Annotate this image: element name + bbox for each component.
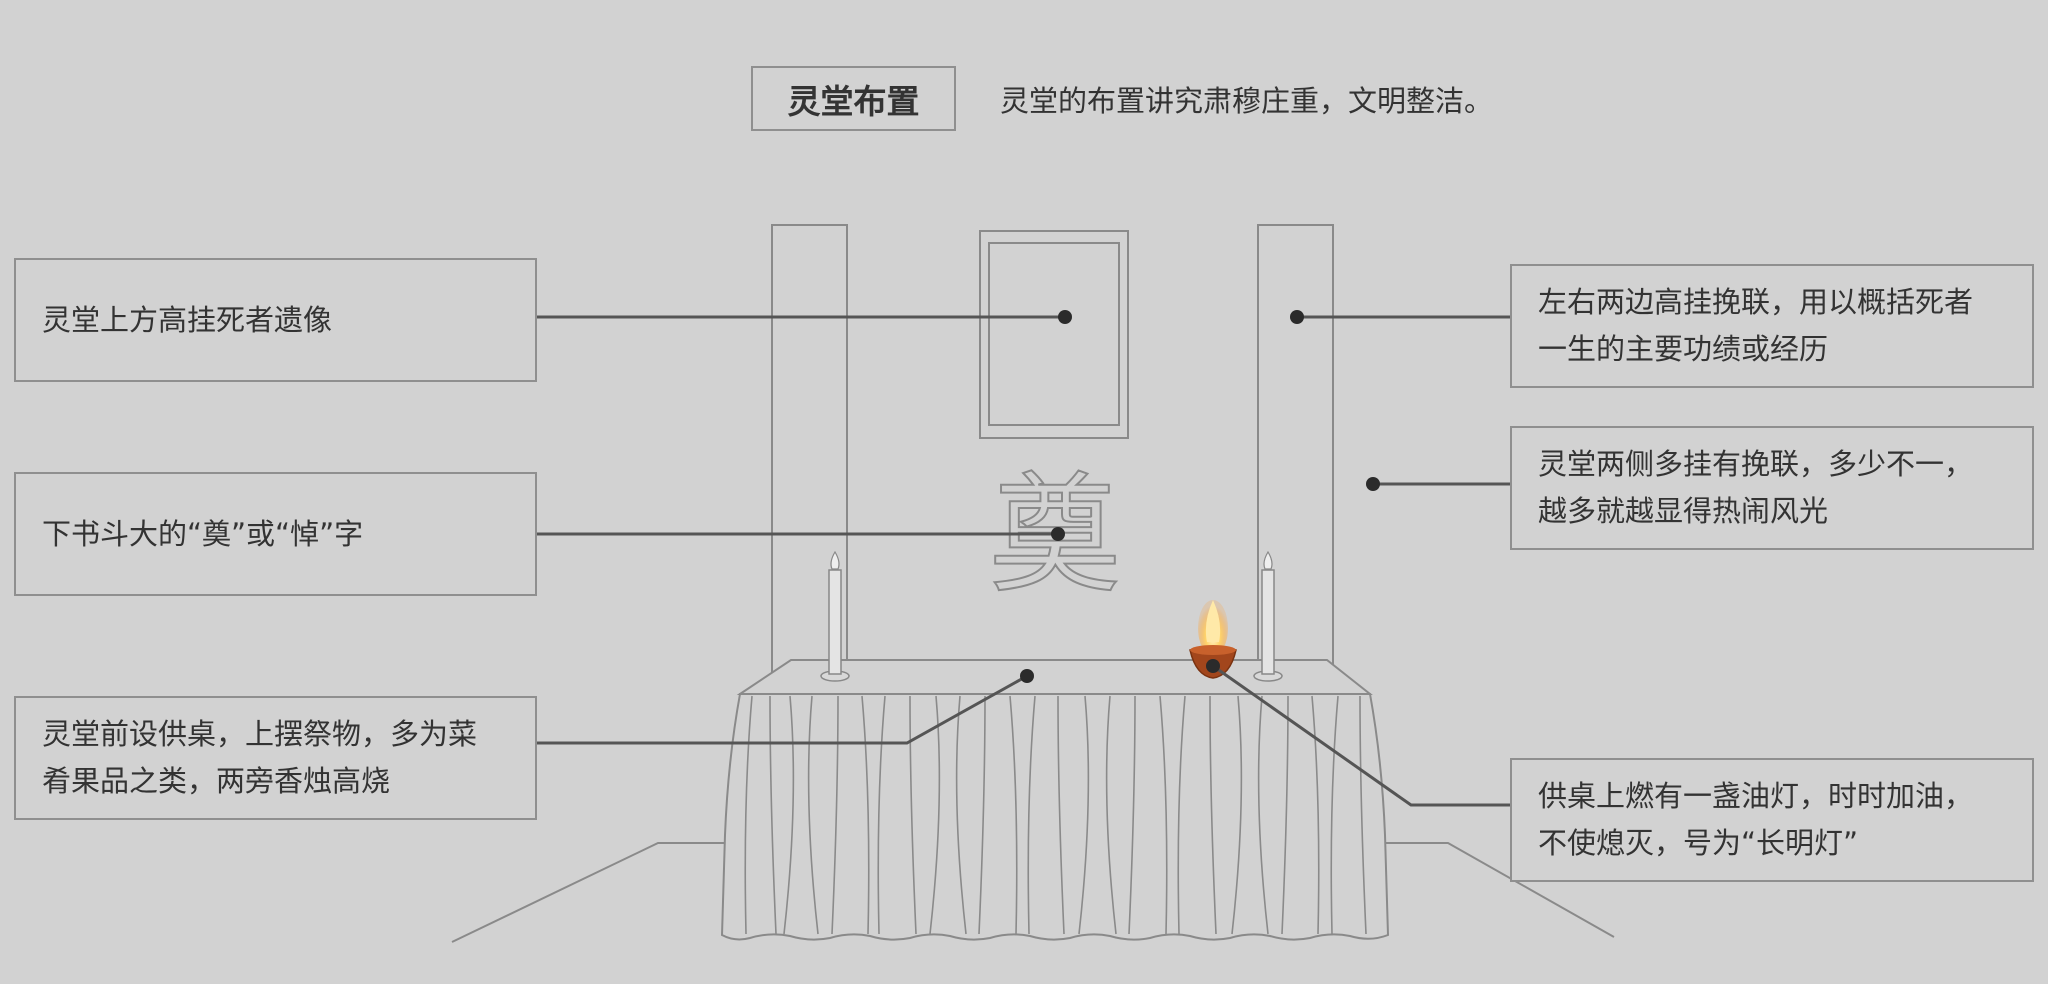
table-cloth [720, 693, 1390, 941]
cloth-fold [769, 695, 777, 935]
note-altar-line-2: 肴果品之类，两旁香烛高烧 [42, 764, 391, 798]
note-altar-line-1: 灵堂前设供桌，上摆祭物，多为菜 [42, 717, 478, 751]
cloth-fold [929, 695, 941, 935]
cloth-fold [1231, 695, 1243, 935]
candle-left [820, 550, 850, 682]
cloth-fold [1359, 695, 1367, 935]
cloth-fold [1128, 695, 1136, 935]
cloth-fold [783, 695, 795, 935]
cloth-fold [1027, 695, 1036, 935]
note-oil-lamp: 供桌上燃有一盏油灯，时时加油， 不使熄灭，号为“长明灯” [1510, 758, 2034, 882]
cloth-fold [1009, 695, 1018, 935]
cloth-fold [877, 695, 886, 935]
pillars [771, 224, 1334, 691]
diagram-subtitle: 灵堂的布置讲究肃穆庄重，文明整洁。 [1000, 84, 1494, 118]
dot-portrait [1058, 310, 1072, 324]
cloth-fold [1078, 695, 1090, 935]
leader-lines [536, 315, 1511, 807]
note-portrait-text: 灵堂上方高挂死者遗像 [42, 302, 333, 337]
note-elegiac-scrolls: 灵堂两侧多挂有挽联，多少不一， 越多就越显得热闹风光 [1510, 426, 2034, 550]
oil-lamp [1189, 600, 1237, 679]
cloth-fold [861, 695, 870, 935]
candle-right [1253, 550, 1283, 682]
cloth-fold [1159, 695, 1168, 935]
cloth-fold [831, 695, 839, 935]
cloth-fold [1330, 695, 1339, 935]
cloth-fold [1177, 695, 1186, 935]
cloth-fold [807, 695, 819, 935]
leader-lamp [1212, 664, 1511, 807]
note-lamp-line-2: 不使熄灭，号为“长明灯” [1538, 826, 1859, 860]
cloth-fold [1105, 695, 1117, 935]
note-scrolls-line-1: 灵堂两侧多挂有挽联，多少不一， [1538, 447, 1974, 481]
dot-scrolls [1366, 477, 1380, 491]
floor-lines [451, 842, 1615, 943]
note-couplets-line-1: 左右两边高挂挽联，用以概括死者 [1538, 285, 1974, 319]
leader-dots [1020, 310, 1380, 683]
cloth-fold [744, 695, 753, 935]
dot-character [1051, 527, 1065, 541]
cloth-fold [1311, 695, 1320, 935]
note-lamp-line-1: 供桌上燃有一盏油灯，时时加油， [1538, 779, 1974, 813]
diagram-title: 灵堂布置 [751, 66, 956, 131]
cloth-fold [1257, 695, 1269, 935]
cloth-fold [1209, 695, 1217, 935]
dot-altar [1020, 669, 1034, 683]
note-character-text: 下书斗大的“奠”或“悼”字 [42, 516, 364, 551]
cloth-fold [1281, 695, 1289, 935]
leader-altar [536, 674, 1028, 745]
note-couplets-line-2: 一生的主要功绩或经历 [1538, 332, 1829, 366]
note-couplets: 左右两边高挂挽联，用以概括死者 一生的主要功绩或经历 [1510, 264, 2034, 388]
dot-lamp [1206, 659, 1220, 673]
dot-couplets [1290, 310, 1304, 324]
note-altar: 灵堂前设供桌，上摆祭物，多为菜 肴果品之类，两旁香烛高烧 [14, 696, 537, 820]
note-character: 下书斗大的“奠”或“悼”字 [14, 472, 537, 596]
cloth-fold [1057, 695, 1065, 935]
cloth-fold [978, 695, 986, 935]
note-portrait: 灵堂上方高挂死者遗像 [14, 258, 537, 382]
note-scrolls-line-2: 越多就越显得热闹风光 [1538, 494, 1829, 528]
cloth-fold [955, 695, 967, 935]
cloth-folds [744, 695, 1367, 935]
cloth-fold [909, 695, 917, 935]
portrait-frame [979, 230, 1129, 439]
